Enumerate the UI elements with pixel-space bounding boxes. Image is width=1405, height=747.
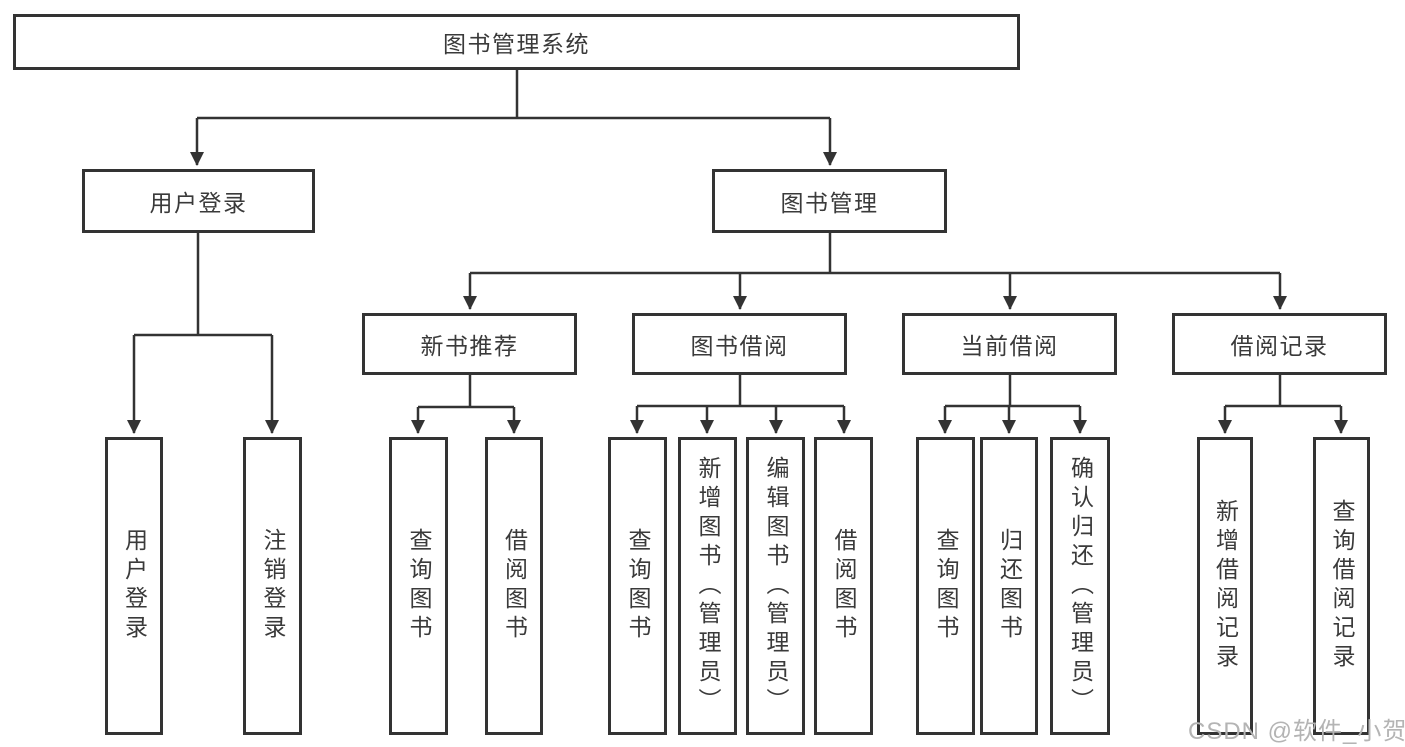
node-leaf-nb-borrow: 借阅图书	[485, 437, 543, 735]
connector-current-borrow-stem	[945, 375, 1080, 408]
node-book-mgmt-label: 图书管理	[780, 190, 879, 216]
node-leaf-br-query-label: 查询借阅记录	[1329, 499, 1355, 673]
node-book-mgmt: 图书管理	[712, 169, 947, 233]
node-root: 图书管理系统	[13, 14, 1020, 70]
node-leaf-bb-borrow-label: 借阅图书	[831, 528, 857, 644]
node-leaf-bb-query-label: 查询图书	[625, 528, 651, 644]
node-current-borrow: 当前借阅	[902, 313, 1117, 375]
connector-root-stem	[197, 70, 830, 120]
node-leaf-br-add: 新增借阅记录	[1197, 437, 1253, 735]
node-leaf-bb-add-label: 新增图书（管理员）	[695, 455, 721, 717]
node-leaf-nb-borrow-label: 借阅图书	[501, 528, 528, 644]
node-book-borrow-label: 图书借阅	[690, 333, 789, 359]
node-leaf-cb-query: 查询图书	[916, 437, 975, 735]
csdn-watermark: CSDN @软件_小贺同学	[1188, 718, 1405, 745]
connector-new-book-stem	[418, 375, 514, 409]
node-leaf-cb-return: 归还图书	[980, 437, 1038, 735]
node-new-book-label: 新书推荐	[420, 333, 519, 359]
node-book-borrow: 图书借阅	[632, 313, 847, 375]
node-leaf-cb-return-label: 归还图书	[996, 528, 1023, 644]
node-leaf-nb-query: 查询图书	[389, 437, 448, 735]
connector-borrow-records-stem	[1225, 375, 1341, 408]
node-leaf-bb-borrow: 借阅图书	[814, 437, 873, 735]
node-leaf-bb-edit: 编辑图书（管理员）	[746, 437, 805, 735]
node-borrow-records: 借阅记录	[1172, 313, 1387, 375]
node-leaf-login-label: 用户登录	[121, 528, 148, 644]
connector-book-borrow-stem	[637, 375, 844, 408]
node-leaf-cb-confirm: 确认归还（管理员）	[1050, 437, 1110, 735]
node-leaf-logout: 注销登录	[243, 437, 302, 735]
node-leaf-login: 用户登录	[105, 437, 163, 735]
node-leaf-br-add-label: 新增借阅记录	[1212, 499, 1239, 673]
node-leaf-bb-query: 查询图书	[608, 437, 667, 735]
node-current-borrow-label: 当前借阅	[960, 333, 1059, 359]
node-leaf-cb-confirm-label: 确认归还（管理员）	[1067, 455, 1094, 717]
node-root-label: 图书管理系统	[443, 31, 590, 57]
node-leaf-bb-add: 新增图书（管理员）	[678, 437, 737, 735]
node-leaf-bb-edit-label: 编辑图书（管理员）	[763, 455, 789, 717]
node-leaf-br-query: 查询借阅记录	[1313, 437, 1370, 735]
connector-book-mgmt-stem	[470, 233, 1280, 275]
node-leaf-cb-query-label: 查询图书	[933, 528, 959, 644]
node-user-login-label: 用户登录	[149, 190, 248, 216]
node-leaf-nb-query-label: 查询图书	[406, 528, 432, 644]
node-leaf-logout-label: 注销登录	[260, 528, 286, 644]
node-new-book: 新书推荐	[362, 313, 577, 375]
node-user-login: 用户登录	[82, 169, 315, 233]
connector-user-login-stem	[134, 233, 272, 337]
node-borrow-records-label: 借阅记录	[1230, 333, 1329, 359]
